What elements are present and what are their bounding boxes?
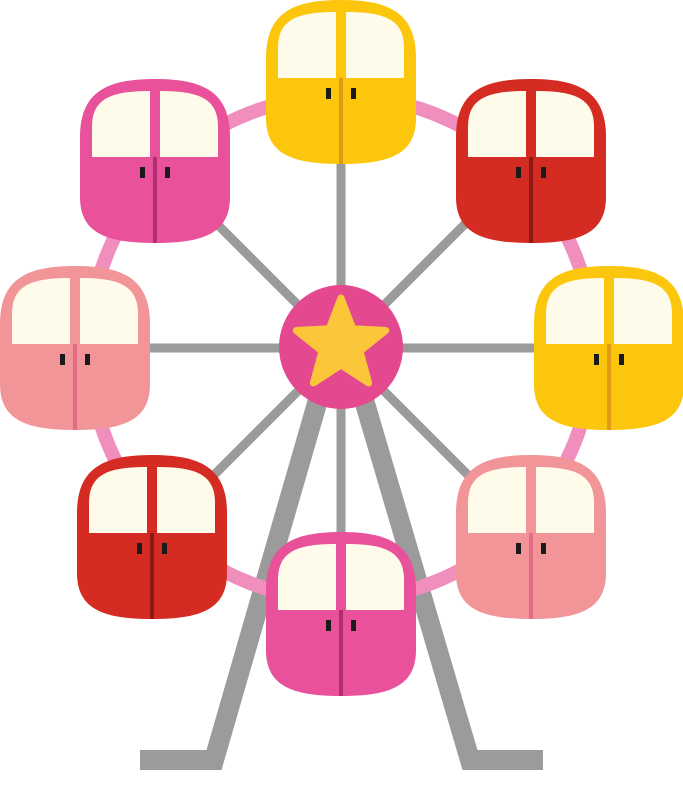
cabin-top (266, 0, 416, 164)
cabin-window-divider (151, 91, 159, 157)
star-icon (292, 294, 390, 387)
cabin-window-divider (527, 91, 535, 157)
door-handle-right (165, 167, 170, 178)
door-handle-left (60, 354, 65, 365)
cabin-window-divider (605, 278, 613, 344)
cabin-door-seam (73, 344, 77, 430)
cabin-upper-left (80, 79, 230, 243)
cabin-window-right (614, 278, 672, 344)
door-handle-left (516, 167, 521, 178)
cabin-door-seam (529, 157, 533, 243)
cabin-door-seam (150, 533, 154, 619)
cabin-window-left (468, 91, 526, 157)
door-handle-right (541, 167, 546, 178)
cabin-window-left (12, 278, 70, 344)
cabin-window-left (546, 278, 604, 344)
cabin-bottom (266, 532, 416, 696)
door-handle-left (326, 88, 331, 99)
cabins (0, 0, 683, 696)
cabin-window-right (160, 91, 218, 157)
cabin-lower-right (456, 455, 606, 619)
door-handle-left (516, 543, 521, 554)
door-handle-left (326, 620, 331, 631)
support-legs (140, 397, 543, 770)
cabin-window-divider (337, 12, 345, 78)
cabin-door-seam (529, 533, 533, 619)
door-handle-right (162, 543, 167, 554)
door-handle-left (140, 167, 145, 178)
cabin-upper-right (456, 79, 606, 243)
door-handle-right (619, 354, 624, 365)
cabin-door-seam (339, 78, 343, 164)
cabin-lower-left (77, 455, 227, 619)
cabin-window-left (278, 12, 336, 78)
cabin-window-divider (527, 467, 535, 533)
cabin-window-left (278, 544, 336, 610)
door-handle-right (351, 620, 356, 631)
cabin-window-right (80, 278, 138, 344)
cabin-window-divider (71, 278, 79, 344)
cabin-window-right (346, 12, 404, 78)
cabin-window-right (346, 544, 404, 610)
cabin-door-seam (607, 344, 611, 430)
cabin-window-right (536, 91, 594, 157)
cabin-right (534, 266, 683, 430)
door-handle-left (594, 354, 599, 365)
cabin-door-seam (153, 157, 157, 243)
cabin-window-left (92, 91, 150, 157)
cabin-left (0, 266, 150, 430)
cabin-door-seam (339, 610, 343, 696)
cabin-window-right (536, 467, 594, 533)
door-handle-left (137, 543, 142, 554)
right-leg (354, 397, 543, 770)
door-handle-right (541, 543, 546, 554)
cabin-window-divider (148, 467, 156, 533)
cabin-window-left (468, 467, 526, 533)
cabin-window-right (157, 467, 215, 533)
door-handle-right (351, 88, 356, 99)
cabin-window-left (89, 467, 147, 533)
door-handle-right (85, 354, 90, 365)
cabin-window-divider (337, 544, 345, 610)
left-leg (140, 397, 328, 770)
